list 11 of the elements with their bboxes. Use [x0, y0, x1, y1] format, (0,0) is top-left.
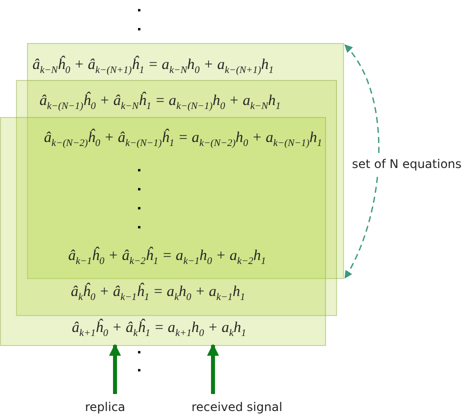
equation: â$_{k−N}$ĥ$_{0}$ + â$_{k−(N+1)}$ĥ$_{1}$ = a$_{k−N}$h$_{0}$ + a$_{k−(N+1)}$h$_{1}$	[32, 56, 274, 78]
arrow-label: received signal	[192, 400, 282, 415]
arrow	[109, 344, 121, 394]
equation: â$_{k+1}$ĥ$_{0}$ + â$_{k}$ĥ$_{1}$ = a$_{k+1}$h$_{0}$ + a$_{k}$h$_{1}$	[72, 319, 246, 343]
equation: â$_{k−1}$ĥ$_{0}$ + â$_{k−2}$ĥ$_{1}$ = a$_{k−1}$h$_{0}$ + a$_{k−2}$h$_{1}$	[68, 247, 266, 269]
equation: â$_{k−(N−1)}$ĥ$_{0}$ + â$_{k−N}$ĥ$_{1}$ = a$_{k−(N−1)}$h$_{0}$ + a$_{k−N}$h$_{1}$	[39, 92, 281, 114]
arrow	[207, 344, 219, 394]
equation: â$_{k}$ĥ$_{0}$ + â$_{k−1}$ĥ$_{1}$ = a$_{k}$h$_{0}$ + a$_{k−1}$h$_{1}$	[70, 283, 246, 305]
bracket-label: set of N equations	[352, 156, 462, 173]
equation: â$_{k−(N−2)}$ĥ$_{0}$ + â$_{k−(N−1)}$ĥ$_{1}$ = a$_{k−(N−2)}$h$_{0}$ + a$_{k−(N−1)}$h$_{1}$	[44, 129, 322, 151]
arrow-label: replica	[85, 400, 126, 415]
